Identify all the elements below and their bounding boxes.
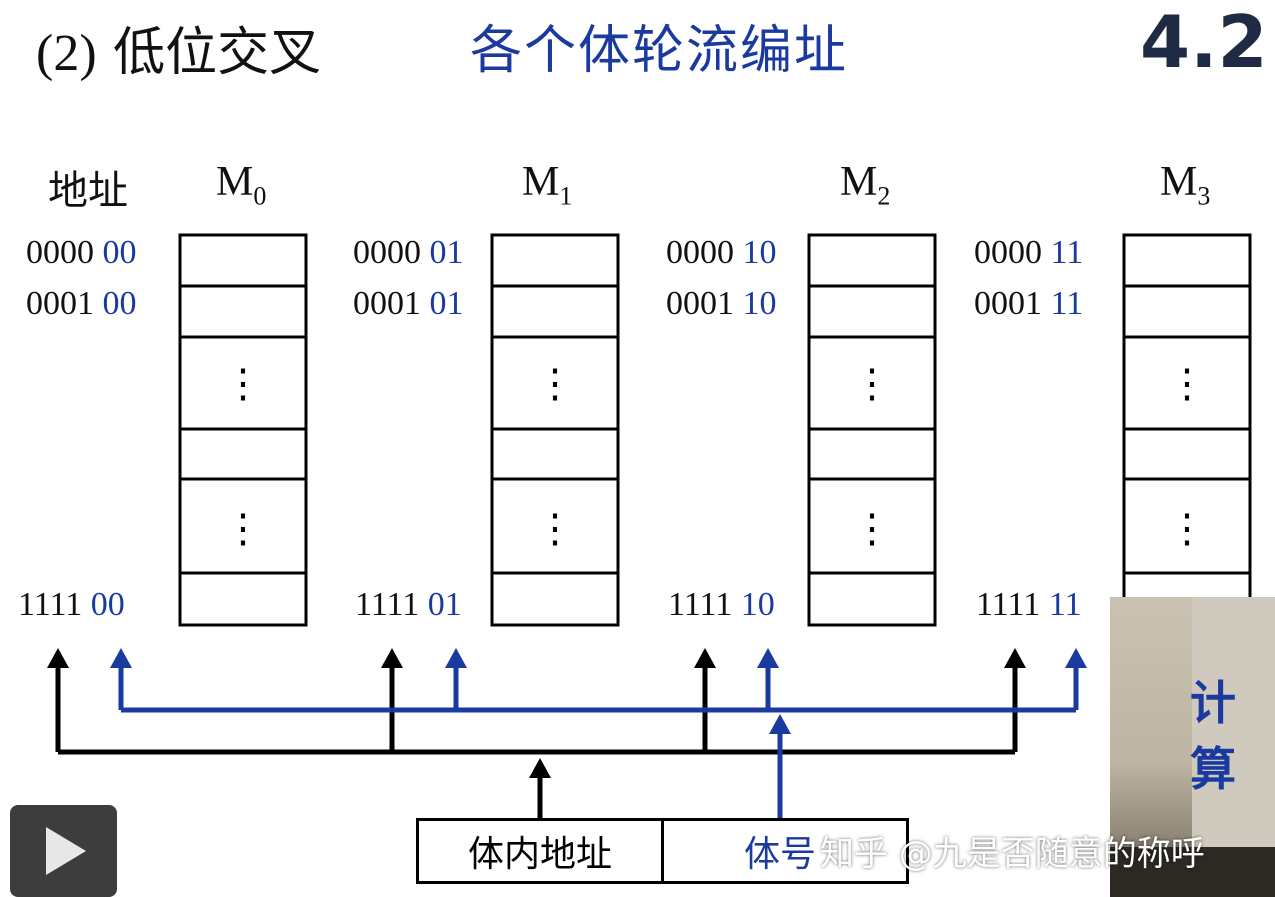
address-m3-last: 1111 11 [976,586,1082,623]
bank-select-arrow-m1-head [445,648,467,668]
video-sign-text: 计算 [1190,676,1236,796]
in-bank-feed-arrow-head [529,758,551,778]
in-bank-arrow-m0-head [47,648,69,668]
bank-select-feed-arrow-head [769,714,791,734]
module-label-m3: M3 [1160,159,1211,211]
memory-ellipses: ⋮ ⋮ ⋮ ⋮ ⋮ ⋮ ⋮ ⋮ [223,361,1207,552]
bank-select-arrow-m0-head [110,648,132,668]
ellipsis-glyph: ⋮ [223,361,263,407]
subtitle-text: 低位交叉 [113,23,322,83]
subtitle-index: (2) [36,25,97,82]
ellipsis-glyph: ⋮ [1167,361,1207,407]
field-bank-number: 体号 [661,818,909,884]
address-buses [47,648,1087,818]
ellipsis-glyph: ⋮ [1167,506,1207,552]
watermark: 知乎 @九是否随意的称呼 [820,834,1205,874]
play-icon [46,827,86,875]
address-m1-row0: 0000 01 [353,234,464,271]
address-m2-row0: 0000 10 [666,234,777,271]
ellipsis-glyph: ⋮ [223,506,263,552]
bank-select-arrow-m2-head [757,648,779,668]
address-column-label: 地址 [48,168,128,214]
address-m3-row1: 0001 11 [974,285,1084,322]
in-bank-arrow-m1-head [381,648,403,668]
ellipsis-glyph: ⋮ [852,361,892,407]
address-m0-row1: 0001 00 [26,285,137,322]
video-thumbnail[interactable]: 计算 [1110,597,1275,897]
video-desk [1110,847,1275,897]
address-m3-row0: 0000 11 [974,234,1084,271]
address-m0-row0: 0000 00 [26,234,137,271]
bank-select-arrow-m3-head [1065,648,1087,668]
ellipsis-glyph: ⋮ [852,506,892,552]
ellipsis-glyph: ⋮ [535,506,575,552]
address-m2-row1: 0001 10 [666,285,777,322]
ellipsis-glyph: ⋮ [535,361,575,407]
address-m1-last: 1111 01 [355,586,462,623]
module-label-m0: M0 [216,159,267,211]
address-m0-last: 1111 00 [18,586,125,623]
module-label-m1: M1 [522,159,573,211]
section-number: 4.2 [1140,0,1268,84]
slide-title: 各个体轮流编址 [470,21,849,81]
play-button[interactable] [10,805,117,897]
memory-modules [178,233,1252,627]
module-label-m2: M2 [840,159,891,211]
in-bank-arrow-m2-head [694,648,716,668]
address-m1-row1: 0001 01 [353,285,464,322]
field-in-bank-address: 体内地址 [416,818,664,884]
in-bank-arrow-m3-head [1004,648,1026,668]
address-m2-last: 1111 10 [668,586,775,623]
slide-subtitle: (2) 低位交叉 [36,10,321,85]
